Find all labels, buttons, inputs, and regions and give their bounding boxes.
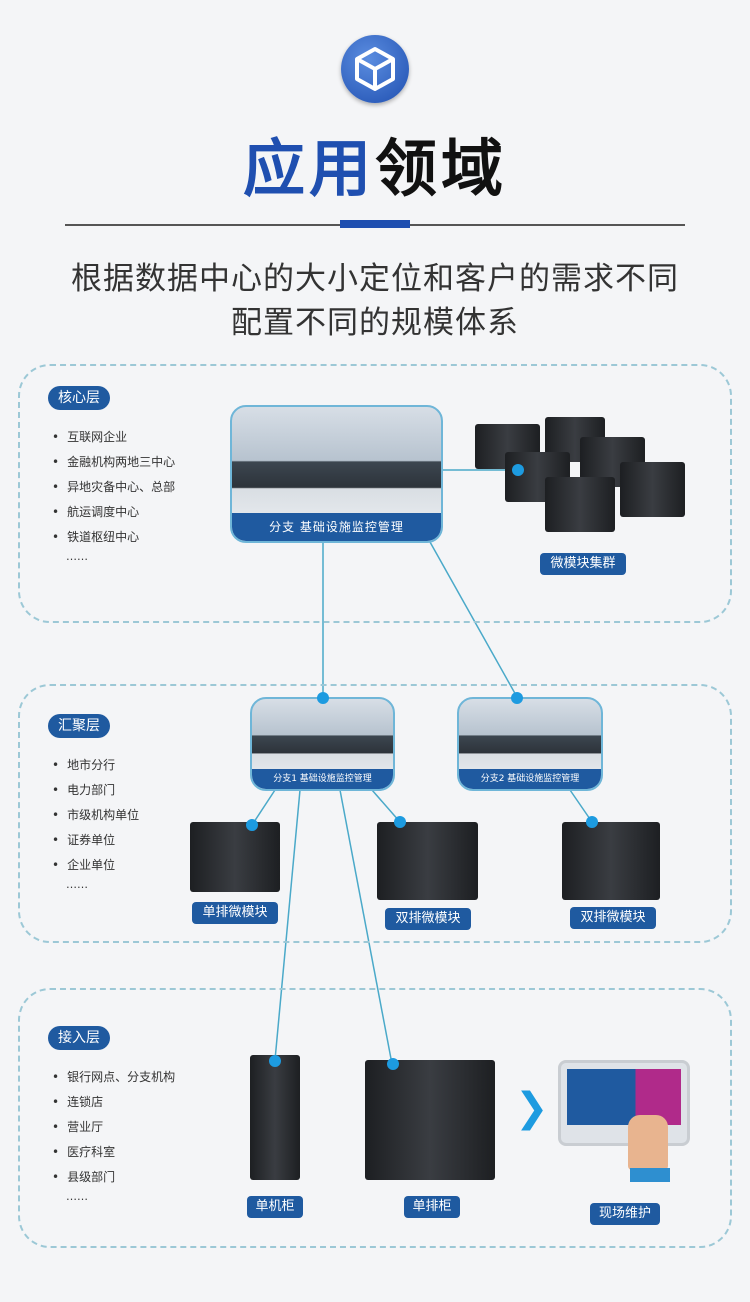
connector-dot <box>394 816 406 828</box>
photo-caption: 分支2 基础设施监控管理 <box>459 769 601 789</box>
connector-dot <box>511 692 523 704</box>
monitoring-room-photo: 分支 基础设施监控管理 <box>230 405 443 543</box>
double-row-module-image <box>562 822 660 900</box>
aggregation-layer-badge: 汇聚层 <box>48 714 110 738</box>
photo-caption: 分支1 基础设施监控管理 <box>252 769 393 789</box>
page-title: 应用领域 <box>0 118 750 208</box>
chevron-right-icon: ❯ <box>515 1085 549 1131</box>
connector-dot <box>387 1058 399 1070</box>
double-row-module-image <box>377 822 478 900</box>
list-item: 金融机构两地三中心 <box>52 450 175 475</box>
sleeve-graphic <box>630 1168 670 1182</box>
list-item: 铁道枢纽中心 <box>52 525 175 550</box>
list-item: 县级部门 <box>52 1165 175 1190</box>
list-item: 市级机构单位 <box>52 803 139 828</box>
list-item: 营业厅 <box>52 1115 175 1140</box>
more-ellipsis: …… <box>66 550 88 563</box>
more-ellipsis: …… <box>66 878 88 891</box>
aggregation-layer-section <box>18 684 732 943</box>
access-layer-section <box>18 988 732 1248</box>
connector-dot <box>269 1055 281 1067</box>
micro-module-cluster-label: 微模块集群 <box>540 553 626 575</box>
subtitle-line-1: 根据数据中心的大小定位和客户的需求不同 <box>71 261 679 297</box>
hand-pointer-icon <box>628 1115 668 1170</box>
single-cabinet-label: 单机柜 <box>247 1196 303 1218</box>
double-row-module-label: 双排微模块 <box>570 907 656 929</box>
list-item: 异地灾备中心、总部 <box>52 475 175 500</box>
list-item: 医疗科室 <box>52 1140 175 1165</box>
list-item: 证券单位 <box>52 828 139 853</box>
core-layer-list: 互联网企业 金融机构两地三中心 异地灾备中心、总部 航运调度中心 铁道枢纽中心 <box>52 425 175 550</box>
divider-accent <box>340 220 410 228</box>
list-item: 航运调度中心 <box>52 500 175 525</box>
list-item: 连锁店 <box>52 1090 175 1115</box>
list-item: 企业单位 <box>52 853 139 878</box>
core-layer-badge: 核心层 <box>48 386 110 410</box>
connector-dot <box>246 819 258 831</box>
single-row-module-image <box>190 822 280 892</box>
list-item: 电力部门 <box>52 778 139 803</box>
touch-panel-image <box>558 1060 690 1146</box>
core-layer-section <box>18 364 732 623</box>
access-layer-list: 银行网点、分支机构 连锁店 营业厅 医疗科室 县级部门 <box>52 1065 175 1190</box>
cube-logo-icon <box>341 35 409 103</box>
list-item: 互联网企业 <box>52 425 175 450</box>
list-item: 银行网点、分支机构 <box>52 1065 175 1090</box>
row-cabinet-image <box>365 1060 495 1180</box>
more-ellipsis: …… <box>66 1190 88 1203</box>
single-row-module-label: 单排微模块 <box>192 902 278 924</box>
aggregation-layer-list: 地市分行 电力部门 市级机构单位 证券单位 企业单位 <box>52 753 139 878</box>
branch1-photo: 分支1 基础设施监控管理 <box>250 697 395 791</box>
single-cabinet-image <box>250 1055 300 1180</box>
connector-dot <box>317 692 329 704</box>
subtitle-line-2: 配置不同的规模体系 <box>231 305 519 341</box>
list-item: 地市分行 <box>52 753 139 778</box>
micro-module-cluster-image <box>470 412 690 542</box>
title-black: 领域 <box>375 132 508 205</box>
access-layer-badge: 接入层 <box>48 1026 110 1050</box>
connector-dot <box>512 464 524 476</box>
double-row-module-label: 双排微模块 <box>385 908 471 930</box>
photo-caption: 分支 基础设施监控管理 <box>232 513 441 541</box>
row-cabinet-label: 单排柜 <box>404 1196 460 1218</box>
title-blue: 应用 <box>242 132 375 205</box>
onsite-maintenance-label: 现场维护 <box>590 1203 660 1225</box>
branch2-photo: 分支2 基础设施监控管理 <box>457 697 603 791</box>
connector-dot <box>586 816 598 828</box>
